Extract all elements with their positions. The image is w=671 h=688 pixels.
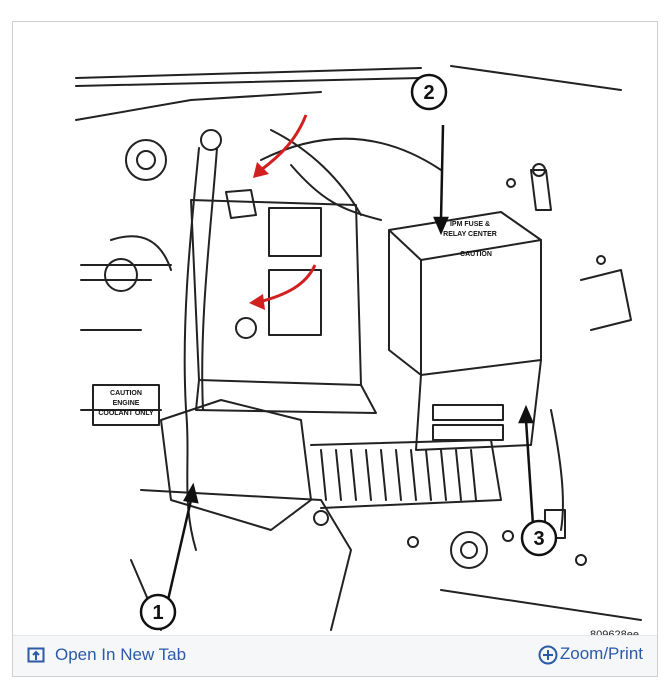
callout-2: 2 bbox=[423, 82, 434, 104]
tank-label-1: CAUTION bbox=[110, 390, 142, 397]
callout-3: 3 bbox=[533, 528, 544, 550]
engine-bay-diagram: 2 3 1 IPM FUSE & RELAY CENTER CAUTION CA… bbox=[21, 30, 651, 638]
relay-label-3: CAUTION bbox=[460, 251, 492, 258]
zoom-print-link[interactable]: Zoom/Print bbox=[538, 644, 643, 665]
open-in-new-tab-icon bbox=[27, 646, 45, 664]
open-in-new-tab-link[interactable]: Open In New Tab bbox=[27, 645, 186, 665]
tank-label-2: ENGINE bbox=[113, 400, 140, 407]
relay-label-1: IPM FUSE & bbox=[450, 221, 490, 228]
tank-label-3: COOLANT ONLY bbox=[98, 410, 154, 417]
relay-label-2: RELAY CENTER bbox=[443, 231, 497, 238]
line-drawing: 2 3 1 IPM FUSE & RELAY CENTER CAUTION CA… bbox=[75, 65, 642, 638]
callout-1: 1 bbox=[152, 602, 163, 624]
open-in-new-tab-label: Open In New Tab bbox=[55, 645, 187, 664]
diagram-code: 809628ee bbox=[590, 629, 639, 638]
image-card: 2 3 1 IPM FUSE & RELAY CENTER CAUTION CA… bbox=[12, 21, 658, 677]
zoom-print-label: Zoom/Print bbox=[559, 644, 643, 663]
zoom-plus-icon bbox=[538, 645, 558, 665]
image-footer: Open In New Tab Zoom/Print bbox=[13, 635, 657, 676]
